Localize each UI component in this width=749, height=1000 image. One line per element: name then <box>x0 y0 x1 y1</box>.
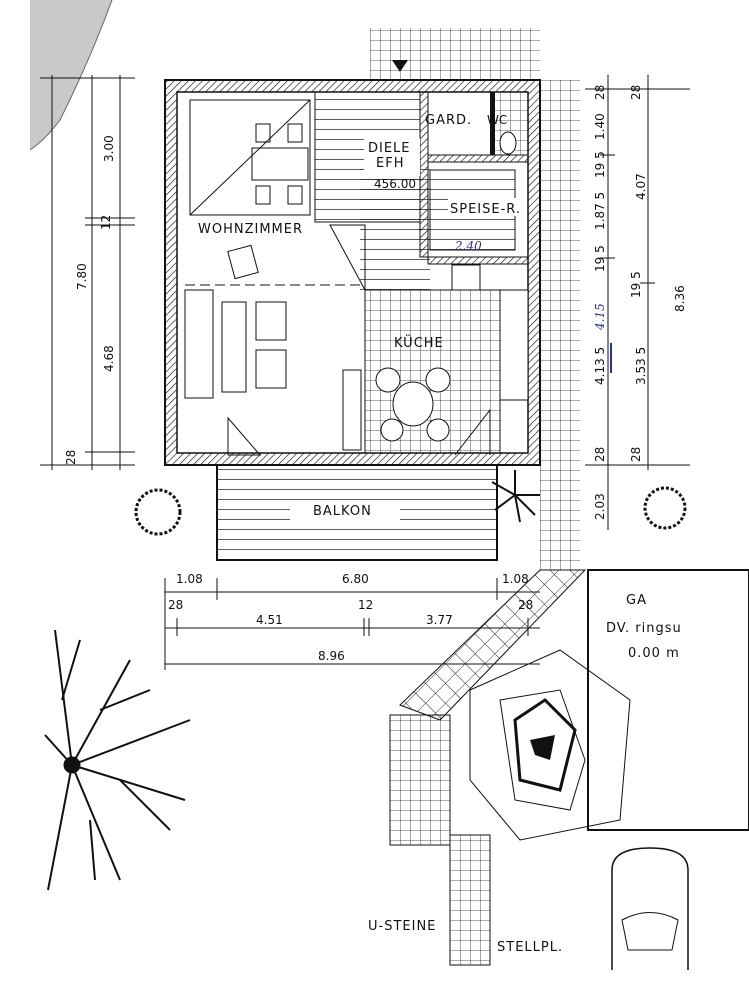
dim-label: 28 <box>629 447 643 462</box>
room-label-diele: DIELE <box>368 141 411 156</box>
dim-bottom-total: 8.96 <box>318 649 345 663</box>
dim-label: 28 <box>629 85 643 100</box>
dim-left-total: 7.80 <box>75 263 89 290</box>
dim-right-col1: 28 1.40 19 5 1.87 5 19 5 4.13 5 28 2.03 <box>593 85 607 520</box>
dim-bottom-balkon: 6.80 <box>342 572 369 586</box>
room-label-balkon: BALKON <box>313 504 372 519</box>
bottom-dimensions <box>164 578 540 670</box>
garage <box>587 569 749 831</box>
dim-label: 4.13 5 <box>593 347 607 385</box>
garage-label: GA <box>626 593 647 608</box>
label-u-steine: U-STEINE <box>368 919 436 934</box>
left-dimensions <box>40 75 135 470</box>
dim-left-top: 3.00 <box>102 135 116 162</box>
dim-bottom-right-overhang: 1.08 <box>502 572 529 586</box>
dim-label: 3.53 5 <box>634 347 648 385</box>
entrance-arrow-icon <box>392 60 408 72</box>
dim-label: 19 5 <box>593 151 607 178</box>
dim-label: 1.87 5 <box>593 192 607 230</box>
dim-right-col2: 28 4.07 19 5 3.53 5 28 <box>629 85 648 462</box>
room-label-kueche: KÜCHE <box>394 334 444 351</box>
tree-icon <box>44 470 687 891</box>
dim-label: 19 5 <box>629 271 643 298</box>
entrance-path <box>370 28 540 80</box>
car-icon <box>611 847 689 970</box>
garden-paving <box>389 569 631 966</box>
handwritten-kitchen-height: 4.15 <box>593 303 607 331</box>
dim-bottom-left-overhang: 1.08 <box>176 572 203 586</box>
dim-left-bottom: 4.68 <box>102 345 116 372</box>
dim-label: 28 <box>593 447 607 462</box>
label-stellplatz: STELLPL. <box>497 940 563 955</box>
room-label-wc: WC <box>487 113 507 127</box>
house-walls <box>164 79 541 466</box>
dim-bottom-wall-mid: 12 <box>358 598 373 612</box>
right-dimensions <box>585 75 690 530</box>
dim-label: 4.07 <box>634 173 648 200</box>
dim-label: 28 <box>593 85 607 100</box>
dim-bottom-kueche: 3.77 <box>426 613 453 627</box>
garage-dv-label: DV. ringsu <box>606 621 682 636</box>
room-label-speise: SPEISE-R. <box>450 202 521 217</box>
efh-level: 456.00 <box>374 177 416 191</box>
dim-right-total: 8.36 <box>673 285 687 312</box>
dim-bottom-wall-right: 28 <box>518 598 533 612</box>
dim-bottom-wohn: 4.51 <box>256 613 283 627</box>
paper-curl <box>30 0 112 150</box>
dim-label: 1.40 <box>593 113 607 140</box>
dim-bottom-wall-left: 28 <box>168 598 183 612</box>
room-label-wohnzimmer: WOHNZIMMER <box>198 222 303 237</box>
dim-label: 19 5 <box>593 245 607 272</box>
room-label-gard: GARD. <box>425 113 472 128</box>
room-label-efh: EFH <box>376 156 404 171</box>
garage-level: 0.00 m <box>628 646 680 661</box>
side-path <box>540 80 580 570</box>
dim-label: 2.03 <box>593 493 607 520</box>
handwritten-speise-width: 2.40 <box>454 239 482 253</box>
dim-left-wall-mid: 12 <box>99 215 113 230</box>
dim-left-wall-bottom: 28 <box>64 450 78 465</box>
